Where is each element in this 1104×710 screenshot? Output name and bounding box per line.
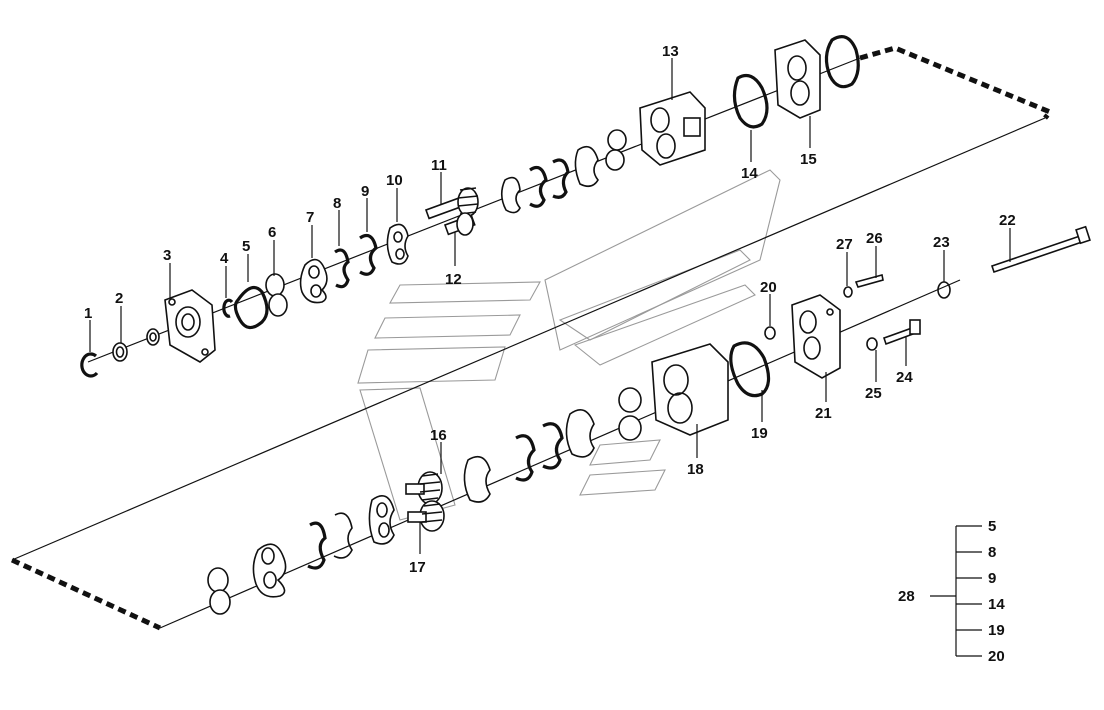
part-upper-plates (500, 129, 627, 214)
part-22-bolt (990, 225, 1091, 274)
callout-26: 26 (866, 230, 883, 247)
part-16-drive-gear (405, 471, 443, 505)
part-2b-washer (146, 328, 160, 346)
callout-12: 12 (445, 271, 462, 288)
callout-27: 27 (836, 236, 853, 253)
part-14-gasket (732, 74, 769, 129)
leader-lines (89, 58, 1011, 554)
callout-labels: 1 2 3 4 5 6 7 8 9 10 11 12 13 14 15 16 1… (84, 43, 1016, 576)
part-18-pump-body (651, 343, 729, 436)
part-26-screw (854, 274, 884, 288)
part-lower-plate (368, 494, 395, 545)
part-12-driven-gear (443, 212, 476, 236)
part-5-seal-ring (233, 285, 269, 330)
group-child-5: 19 (988, 622, 1005, 639)
part-10-plate (386, 223, 409, 265)
callout-14: 14 (741, 165, 758, 182)
callout-8: 8 (333, 195, 341, 212)
callout-25: 25 (865, 385, 882, 402)
group-child-6: 20 (988, 648, 1005, 665)
group-child-4: 14 (988, 596, 1005, 613)
part-lower-bushings (207, 567, 231, 615)
part-3-flange (164, 289, 216, 363)
callout-1: 1 (84, 305, 92, 322)
group-child-1: 5 (988, 518, 996, 535)
part-20-ball (764, 326, 776, 340)
callout-24: 24 (896, 369, 913, 386)
callout-17: 17 (409, 559, 426, 576)
callout-21: 21 (815, 405, 832, 422)
part-15b-gasket (824, 35, 860, 89)
callout-20: 20 (760, 279, 777, 296)
callout-3: 3 (163, 247, 171, 264)
callout-9: 9 (361, 183, 369, 200)
part-25-washer (866, 337, 878, 351)
callout-15: 15 (800, 151, 817, 168)
part-6-bushing (265, 273, 288, 317)
callout-23: 23 (933, 234, 950, 251)
callout-22: 22 (999, 212, 1016, 229)
group-parent-label: 28 (898, 588, 915, 605)
part-lower-seals (307, 512, 353, 570)
dashed-connector-lines (10, 45, 1055, 631)
group-child-2: 8 (988, 544, 996, 561)
callout-13: 13 (662, 43, 679, 60)
part-15-cover (774, 39, 821, 119)
part-23-washer (937, 281, 951, 299)
part-27-washer (843, 286, 853, 298)
callout-6: 6 (268, 224, 276, 241)
part-8-seal (334, 248, 350, 289)
callout-2: 2 (115, 290, 123, 307)
part-2-seal (112, 342, 128, 362)
group-bracket-28: 28 5 8 9 14 19 20 (898, 518, 1005, 665)
part-24-screw (882, 319, 921, 346)
callout-11: 11 (431, 157, 447, 174)
part-1-snap-ring (80, 352, 99, 378)
part-7-bearing-block (299, 258, 328, 304)
callout-4: 4 (220, 250, 229, 267)
group-child-3: 9 (988, 570, 996, 587)
part-19-gasket (729, 341, 771, 398)
part-17-driven-gear (407, 500, 445, 532)
part-11-drive-gear-shaft (424, 187, 479, 220)
callout-18: 18 (687, 461, 704, 478)
callout-19: 19 (751, 425, 768, 442)
part-lower-bearing-block (252, 543, 287, 598)
part-lower-plates-2 (463, 387, 642, 503)
part-21-cover (791, 294, 841, 379)
callout-7: 7 (306, 209, 314, 226)
callout-16: 16 (430, 427, 447, 444)
part-13-pump-body (639, 91, 706, 166)
callout-10: 10 (386, 172, 403, 189)
part-4-oring (222, 298, 234, 318)
part-9-seal (359, 234, 378, 276)
watermark-logo (357, 169, 781, 521)
callout-5: 5 (242, 238, 250, 255)
